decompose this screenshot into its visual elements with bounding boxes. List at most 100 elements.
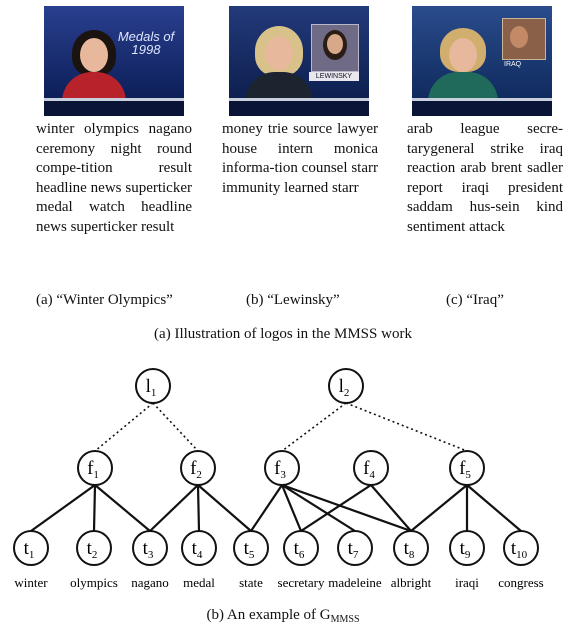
term-node-6: t6 xyxy=(283,530,319,566)
feature-term-edge xyxy=(149,484,199,532)
term-node-8: t8 xyxy=(393,530,429,566)
term-node-10-circle xyxy=(503,530,539,566)
figure-caption-a: (a) Illustration of logos in the MMSS wo… xyxy=(154,326,412,342)
subcaption-iraq: (c) “Iraq” xyxy=(446,292,504,308)
description-lewinsky: money trie source lawyer house intern mo… xyxy=(222,121,378,196)
term-node-7-subscript: 7 xyxy=(353,549,359,561)
feature-node-1-subscript: 1 xyxy=(93,469,99,481)
term-node-1-letter: t xyxy=(24,538,30,559)
logo-node-1-letter: l xyxy=(146,376,151,397)
term-node-3-label: t3 xyxy=(143,538,154,561)
feature-node-2-letter: f xyxy=(190,458,197,479)
feature-node-3: f3 xyxy=(264,450,300,486)
term-node-3-circle xyxy=(132,530,168,566)
feature-term-edge xyxy=(30,484,96,532)
logo-node-1-subscript: 1 xyxy=(151,387,157,399)
logo-node-2-label: l2 xyxy=(339,376,350,399)
feature-term-edge xyxy=(300,484,372,532)
term-node-8-label: t8 xyxy=(404,538,415,561)
feature-node-3-circle xyxy=(264,450,300,486)
feature-node-5: f5 xyxy=(449,450,485,486)
keyframe-winter-olympics: Medals of 1998 xyxy=(44,6,184,116)
term-node-5-subscript: 5 xyxy=(249,549,255,561)
description-winter-olympics: winter olympics nagano ceremony night ro… xyxy=(36,121,192,235)
term-node-2-label: t2 xyxy=(87,538,98,561)
term-node-9-letter: t xyxy=(460,538,466,559)
feature-node-1: f1 xyxy=(77,450,113,486)
feature-term-edge xyxy=(94,484,151,532)
term-word-5: state xyxy=(239,575,263,590)
term-word-1: winter xyxy=(14,575,48,590)
feature-term-edge xyxy=(410,484,468,532)
feature-node-4-letter: f xyxy=(363,458,370,479)
logo-feature-edge xyxy=(152,402,199,452)
term-word-8: albright xyxy=(391,575,432,590)
term-node-8-circle xyxy=(393,530,429,566)
term-node-2-circle xyxy=(76,530,112,566)
term-node-6-label: t6 xyxy=(294,538,305,561)
term-word-4: medal xyxy=(183,575,215,590)
term-node-10: t10 xyxy=(503,530,539,566)
logo-node-2-subscript: 2 xyxy=(344,387,350,399)
term-node-9: t9 xyxy=(449,530,485,566)
term-node-2-subscript: 2 xyxy=(92,549,98,561)
term-node-8-subscript: 8 xyxy=(409,549,415,561)
term-node-10-letter: t xyxy=(511,538,517,559)
logo-node-1-label: l1 xyxy=(146,376,157,399)
term-node-3-subscript: 3 xyxy=(148,549,154,561)
term-node-2: t2 xyxy=(76,530,112,566)
term-node-9-subscript: 9 xyxy=(465,549,471,561)
caption-b-subscript: MMSS xyxy=(330,614,360,625)
logo-feature-edge xyxy=(94,402,154,452)
logo-node-1-circle xyxy=(135,368,171,404)
term-node-1-label: t1 xyxy=(24,538,35,561)
feature-term-edge xyxy=(466,484,522,532)
feature-node-5-label: f5 xyxy=(459,458,471,481)
feature-node-3-subscript: 3 xyxy=(280,469,286,481)
term-node-4-subscript: 4 xyxy=(197,549,203,561)
feature-node-2: f2 xyxy=(180,450,216,486)
term-node-4-circle xyxy=(181,530,217,566)
feature-node-1-circle xyxy=(77,450,113,486)
feature-term-edge xyxy=(92,484,97,532)
keyframe-lewinsky: LEWINSKY xyxy=(229,6,369,116)
feature-node-5-subscript: 5 xyxy=(465,469,471,481)
term-word-7: madeleine xyxy=(328,575,382,590)
term-word-3: nagano xyxy=(131,575,169,590)
feature-node-2-subscript: 2 xyxy=(196,469,202,481)
term-node-4-letter: t xyxy=(192,538,198,559)
term-node-3-letter: t xyxy=(143,538,149,559)
term-node-1-subscript: 1 xyxy=(29,549,35,561)
overlay-caption: Medals of 1998 xyxy=(117,29,175,57)
keyframe-iraq: IRAQ xyxy=(412,6,552,116)
term-node-3: t3 xyxy=(132,530,168,566)
term-word-9: iraqi xyxy=(455,575,479,590)
term-node-7-letter: t xyxy=(348,538,354,559)
feature-term-edge xyxy=(281,483,412,533)
term-node-1: t1 xyxy=(13,530,49,566)
term-node-10-label: t10 xyxy=(511,538,528,561)
term-node-7-circle xyxy=(337,530,373,566)
term-word-10: congress xyxy=(498,575,544,590)
feature-term-edge xyxy=(250,484,283,532)
feature-term-edge xyxy=(281,484,356,532)
feature-term-edge xyxy=(370,484,412,532)
term-node-4: t4 xyxy=(181,530,217,566)
logo-node-2-circle xyxy=(328,368,364,404)
feature-node-1-letter: f xyxy=(87,458,94,479)
term-node-5-label: t5 xyxy=(244,538,255,561)
feature-term-edge xyxy=(197,484,252,532)
feature-node-2-label: f2 xyxy=(190,458,202,481)
feature-node-4-label: f4 xyxy=(363,458,375,481)
feature-node-5-circle xyxy=(449,450,485,486)
caption-b-text: (b) An example of G xyxy=(206,607,331,623)
term-node-5: t5 xyxy=(233,530,269,566)
feature-node-3-label: f3 xyxy=(274,458,286,481)
subcaption-winter-olympics: (a) “Winter Olympics” xyxy=(36,292,173,308)
term-node-2-letter: t xyxy=(87,538,93,559)
term-node-9-circle xyxy=(449,530,485,566)
description-iraq: arab league secre-tarygeneral strike ira… xyxy=(407,121,563,235)
term-node-6-circle xyxy=(283,530,319,566)
feature-node-4: f4 xyxy=(353,450,389,486)
